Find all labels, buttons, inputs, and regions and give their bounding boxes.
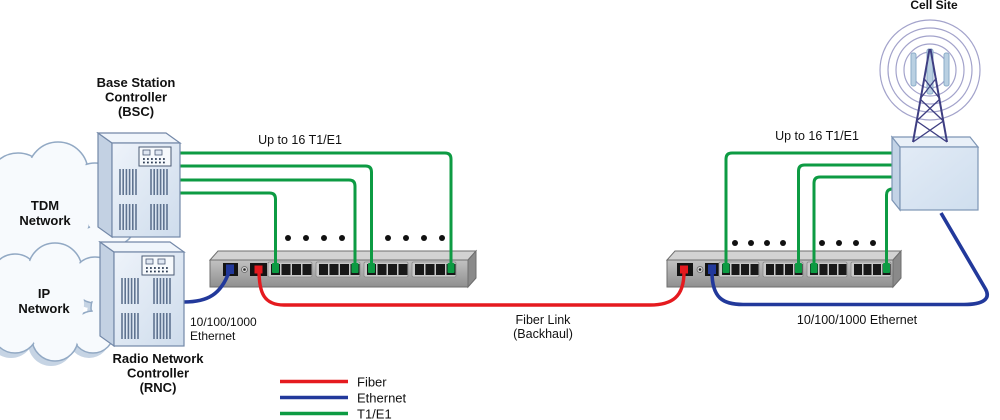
eth-left-label-line2: Ethernet xyxy=(190,329,236,343)
eth-left-label-line1: 10/100/1000 xyxy=(190,315,257,329)
fiber-label-line1: Fiber Link xyxy=(516,313,572,327)
fiber-label-line2: (Backhaul) xyxy=(513,327,573,341)
link-labels: Up to 16 T1/E1 Up to 16 T1/E1 10/100/100… xyxy=(190,129,918,343)
rnc-label-line2: Controller xyxy=(127,366,189,381)
cell-tower-icon xyxy=(912,48,948,143)
radio-waves-icon xyxy=(879,19,981,121)
node-labels: Base Station Controller (BSC) Radio Netw… xyxy=(97,75,205,395)
fiber-cable xyxy=(257,269,686,307)
legend: Fiber Ethernet T1/E1 xyxy=(280,375,407,420)
rnc-label-line3: (RNC) xyxy=(140,380,177,395)
eth-right-label: 10/100/1000 Ethernet xyxy=(797,313,918,327)
rnc-label-line1: Radio Network xyxy=(112,351,204,366)
server-bsc xyxy=(96,131,182,239)
ethernet-plugs xyxy=(226,264,716,274)
cell-site-group: Cell Site xyxy=(879,0,981,212)
ip-network-label-line1: IP xyxy=(38,286,51,301)
fiber-plugs xyxy=(254,265,688,274)
bsc-label-line2: Controller xyxy=(105,90,167,105)
t1e1-cables-left xyxy=(178,151,453,265)
cell-site-box xyxy=(890,135,980,212)
t1e1-cables-right xyxy=(724,151,897,265)
ethernet-cable-left xyxy=(183,271,231,304)
legend-item-t1e1: T1/E1 xyxy=(280,407,392,420)
cell-site-label: Cell Site xyxy=(910,0,958,12)
bsc-label-line1: Base Station xyxy=(97,75,176,90)
legend-label-t1e1: T1/E1 xyxy=(357,407,392,420)
t1e1-left-label: Up to 16 T1/E1 xyxy=(258,133,342,147)
port-ellipsis-dots xyxy=(285,235,445,241)
t1e1-plugs xyxy=(272,263,890,273)
tdm-network-label-line2: Network xyxy=(19,213,71,228)
legend-item-ethernet: Ethernet xyxy=(280,391,407,406)
server-rnc xyxy=(98,240,186,348)
ip-network-label-line2: Network xyxy=(18,301,70,316)
legend-label-fiber: Fiber xyxy=(357,375,387,390)
switch-right xyxy=(665,240,903,289)
legend-item-fiber: Fiber xyxy=(280,375,387,390)
t1e1-right-label: Up to 16 T1/E1 xyxy=(775,129,859,143)
switch-left xyxy=(208,235,478,289)
legend-label-ethernet: Ethernet xyxy=(357,391,407,406)
tdm-network-label-line1: TDM xyxy=(31,198,59,213)
ethernet-cable-right xyxy=(710,212,989,307)
port-ellipsis-dots xyxy=(732,240,876,246)
bsc-label-line3: (BSC) xyxy=(118,104,154,119)
